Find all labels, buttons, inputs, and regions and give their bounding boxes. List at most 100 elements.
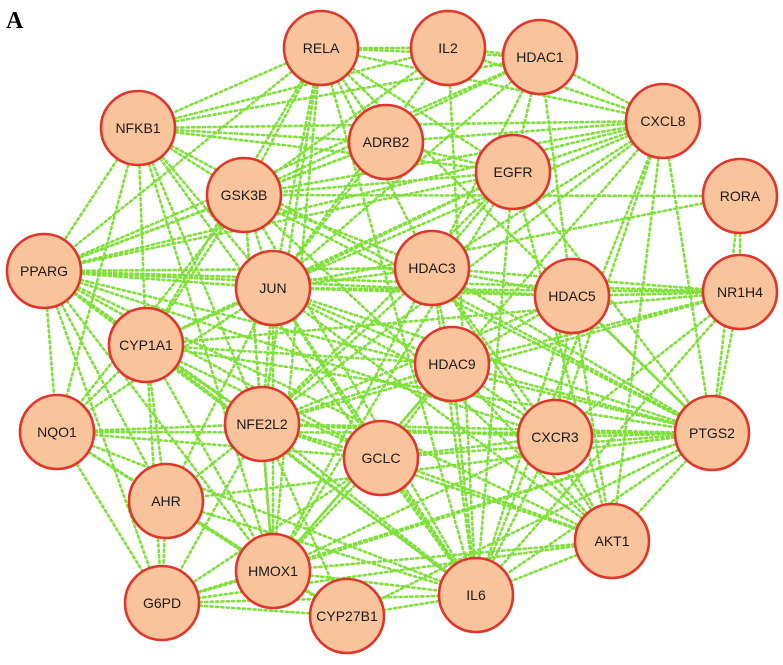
edge-egfr-gsk3b — [242, 170, 515, 197]
node-circle — [393, 229, 471, 307]
node-label: HDAC1 — [516, 49, 564, 65]
edge-hdac3-ptgs2 — [430, 266, 714, 435]
node-label: CYP27B1 — [316, 608, 378, 624]
node-circle — [533, 257, 611, 335]
edge-ptgs2-cyp27b1 — [345, 431, 714, 618]
node-nfe2l2: NFE2L2 — [223, 385, 301, 463]
edge-nfkb1-adrb2 — [136, 126, 388, 144]
node-circle — [5, 232, 83, 310]
edge-cxcl8-cxcr3 — [553, 119, 665, 439]
node-il6: IL6 — [437, 556, 515, 634]
edge-cxcl8-il6 — [474, 119, 665, 597]
edge-pparg-ptgs2 — [42, 269, 714, 435]
edge-nr1h4-nfe2l2 — [260, 290, 742, 426]
node-label: NFE2L2 — [236, 416, 288, 432]
edge-nr1h4-cyp1a1 — [144, 290, 742, 347]
edge-cxcl8-jun — [271, 119, 665, 290]
node-label: HDAC3 — [408, 260, 456, 276]
edge-hdac5-akt1 — [570, 294, 614, 543]
node-circle — [347, 103, 425, 181]
node-circle — [123, 564, 201, 642]
node-hdac1: HDAC1 — [501, 18, 579, 96]
node-nqo1: NQO1 — [18, 393, 96, 471]
edge-cyp1a1-hdac9 — [144, 343, 454, 366]
node-cxcr3: CXCR3 — [516, 398, 594, 476]
node-jun: JUN — [234, 249, 312, 327]
node-label: ADRB2 — [363, 134, 410, 150]
node-circle — [282, 9, 360, 87]
node-label: AKT1 — [594, 533, 629, 549]
edge-cxcl8-akt1 — [610, 119, 665, 543]
edge-gclc-ptgs2 — [379, 431, 714, 460]
edge-gsk3b-hmox1 — [242, 193, 275, 573]
edge-rela-jun — [271, 46, 323, 290]
node-egfr: EGFR — [474, 133, 552, 211]
edge-pparg-cxcr3 — [42, 269, 557, 439]
node-label: JUN — [259, 280, 286, 296]
node-hdac3: HDAC3 — [393, 229, 471, 307]
node-label: CXCL8 — [640, 113, 685, 129]
edge-cyp1a1-hmox1 — [144, 343, 275, 573]
edge-ahr-il6 — [164, 499, 478, 597]
edge-nfkb1-egfr — [136, 126, 515, 174]
node-label: GCLC — [362, 450, 401, 466]
node-circle — [223, 385, 301, 463]
node-label: HMOX1 — [248, 563, 298, 579]
node-label: RORA — [720, 188, 761, 204]
edge-ptgs2-ahr — [164, 431, 714, 503]
edge-nfe2l2-il6 — [260, 422, 478, 597]
edge-hdac9-ptgs2 — [450, 362, 714, 435]
edge-pparg-g6pd — [42, 269, 164, 605]
node-circle — [127, 462, 205, 540]
node-hmox1: HMOX1 — [234, 532, 312, 610]
node-label: PPARG — [20, 263, 68, 279]
node-circle — [409, 9, 487, 87]
node-label: EGFR — [494, 164, 533, 180]
node-circle — [413, 325, 491, 403]
node-ahr: AHR — [127, 462, 205, 540]
edge-hdac3-hmox1 — [271, 266, 434, 573]
edge-egfr-pparg — [42, 170, 515, 273]
node-label: CYP1A1 — [119, 337, 173, 353]
edge-egfr-ptgs2 — [511, 170, 714, 435]
node-circle — [342, 419, 420, 497]
node-label: CXCR3 — [531, 429, 579, 445]
node-circle — [205, 156, 283, 234]
node-nfkb1: NFKB1 — [99, 89, 177, 167]
edge-nr1h4-il6 — [474, 290, 742, 597]
node-akt1: AKT1 — [573, 502, 651, 580]
node-label: NFKB1 — [115, 120, 160, 136]
node-label: AHR — [151, 493, 181, 509]
node-circle — [624, 82, 702, 160]
edge-akt1-hmox1 — [271, 539, 614, 573]
edge-jun-nr1h4 — [271, 286, 742, 294]
node-circle — [474, 133, 552, 211]
edge-pparg-ahr — [42, 269, 168, 503]
edge-nfkb1-nqo1 — [55, 126, 140, 434]
node-label: HDAC5 — [548, 288, 596, 304]
edge-nqo1-gclc — [55, 430, 383, 460]
edge-nqo1-il6 — [55, 430, 478, 597]
edge-il2-nfkb1 — [136, 46, 450, 130]
node-circle — [234, 249, 312, 327]
edge-gsk3b-ptgs2 — [242, 193, 714, 435]
node-pparg: PPARG — [5, 232, 83, 310]
panel-label: A — [6, 8, 24, 34]
edge-akt1-g6pd — [160, 539, 614, 605]
edge-nfkb1-il6 — [136, 126, 478, 597]
node-circle — [501, 18, 579, 96]
node-circle — [673, 394, 751, 472]
node-nr1h4: NR1H4 — [701, 253, 779, 331]
node-label: NR1H4 — [717, 284, 763, 300]
node-circle — [516, 398, 594, 476]
node-label: PTGS2 — [689, 425, 735, 441]
node-circle — [437, 556, 515, 634]
edge-nfe2l2-cxcr3 — [260, 422, 557, 439]
edge-gclc-g6pd — [160, 456, 383, 605]
edge-cxcl8-gsk3b — [242, 119, 665, 197]
node-label: HDAC9 — [428, 356, 476, 372]
node-hdac9: HDAC9 — [413, 325, 491, 403]
node-adrb2: ADRB2 — [347, 103, 425, 181]
